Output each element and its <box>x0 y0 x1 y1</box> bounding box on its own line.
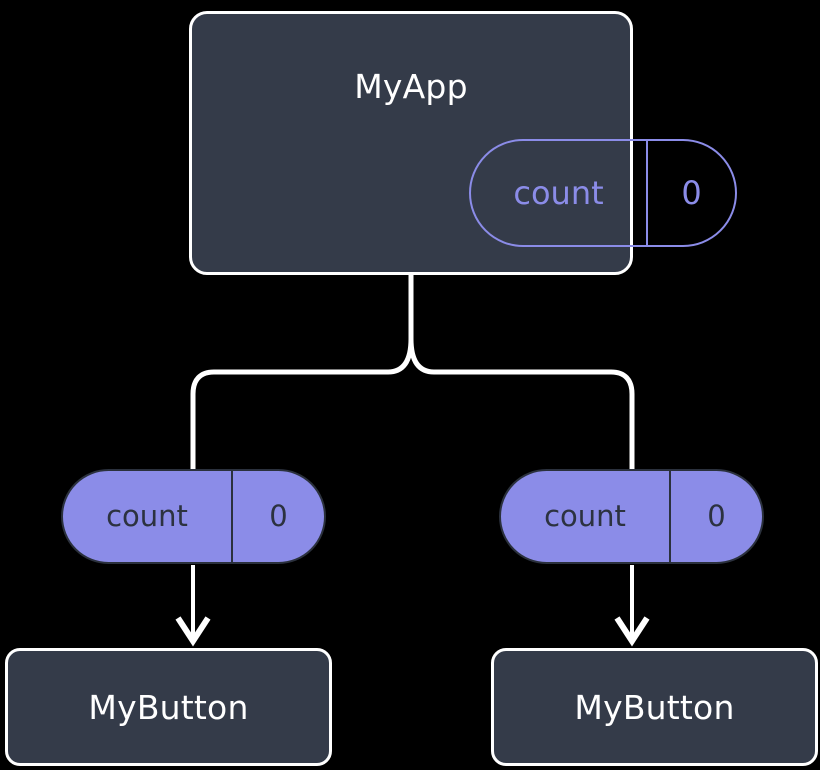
component-label-myapp: MyApp <box>354 67 468 106</box>
state-pill-branch-right[interactable]: count 0 <box>499 469 764 564</box>
component-node-mybutton-right[interactable]: MyButton <box>491 648 818 766</box>
state-key-label: count <box>471 141 648 245</box>
state-value-label: 0 <box>681 174 702 212</box>
state-key-label: count <box>63 471 233 562</box>
state-pill-branch-left[interactable]: count 0 <box>61 469 326 564</box>
component-node-mybutton-left[interactable]: MyButton <box>5 648 332 766</box>
arrow-right-head <box>614 616 650 647</box>
edge-branch-left <box>190 338 414 470</box>
state-pill-myapp[interactable]: count 0 <box>469 139 737 247</box>
component-node-myapp[interactable]: MyApp count 0 <box>189 11 737 275</box>
component-label-mybutton: MyButton <box>88 687 249 727</box>
component-label-mybutton: MyButton <box>574 687 735 727</box>
edge-branch-right <box>408 338 635 470</box>
state-value-label: 0 <box>707 499 726 533</box>
state-value-label: 0 <box>269 499 288 533</box>
state-key-label: count <box>501 471 671 562</box>
arrow-left-head <box>175 616 211 647</box>
